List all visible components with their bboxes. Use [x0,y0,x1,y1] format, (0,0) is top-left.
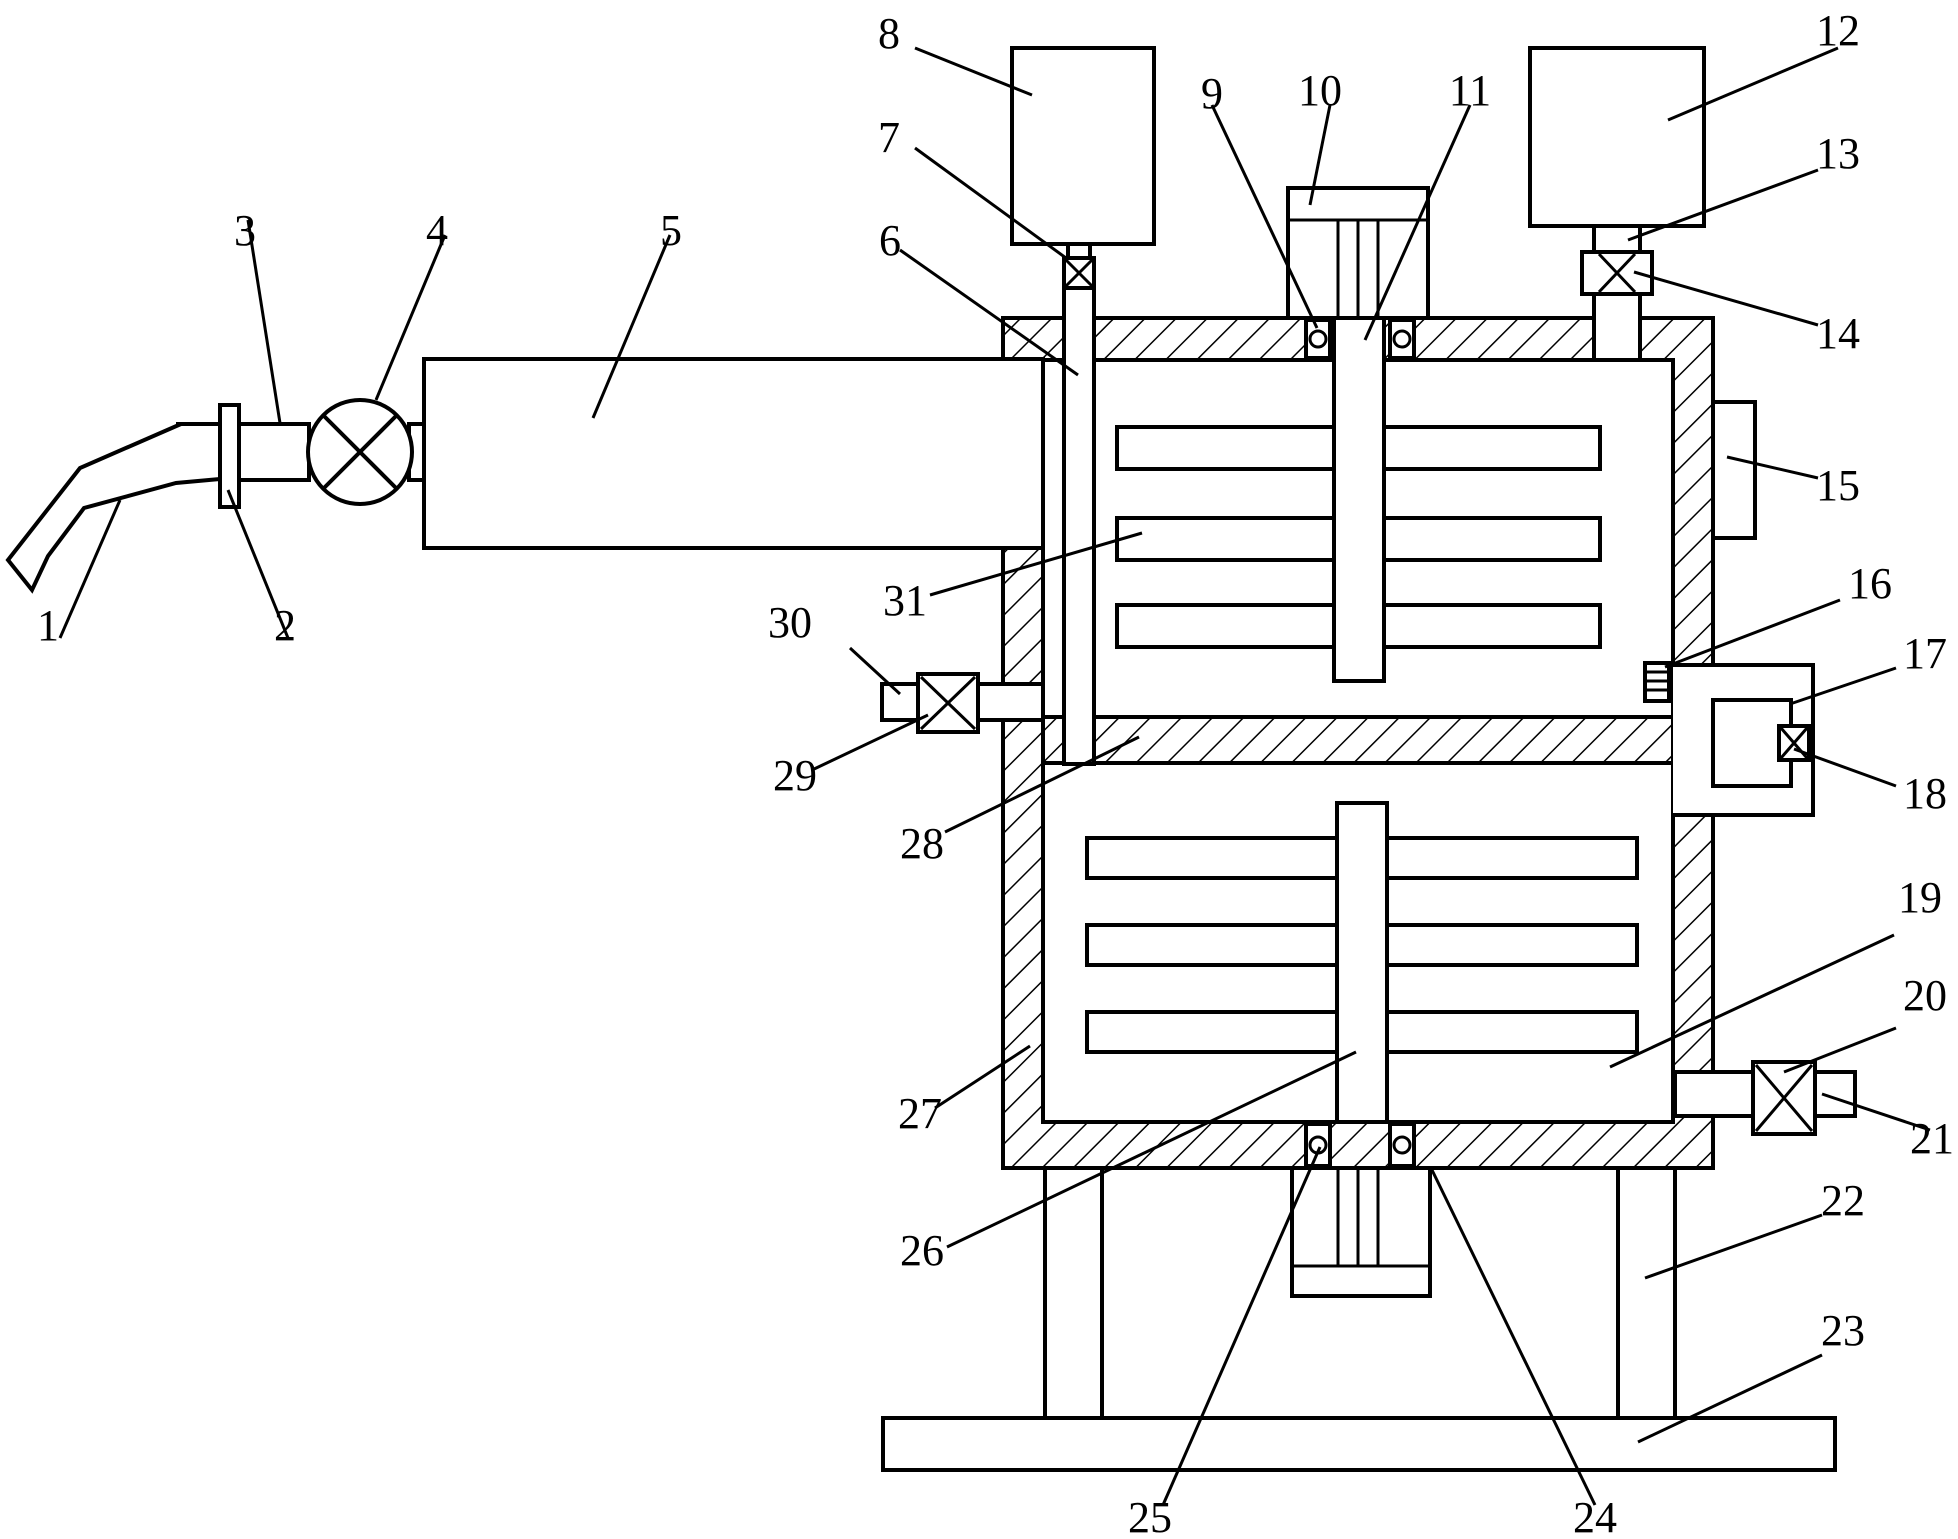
leader-lines [58,46,1931,1506]
label-2: 2 [274,601,296,650]
label-3: 3 [234,206,256,255]
inlet-pipe [237,422,426,482]
overflow-box [1673,663,1815,817]
label-8: 8 [878,9,900,58]
lower-shaft [1335,801,1389,1124]
label-7: 7 [878,113,900,162]
label-1: 1 [37,601,59,650]
label-28: 28 [900,819,944,868]
spring-16 [1643,661,1671,703]
label-24: 24 [1573,1493,1617,1539]
part-labels: 1 2 3 4 5 6 7 8 9 10 11 12 13 14 15 16 1… [37,6,1954,1539]
label-17: 17 [1903,629,1947,678]
label-13: 13 [1816,129,1860,178]
label-26: 26 [900,1226,944,1275]
lower-blades [1085,836,1639,1054]
label-9: 9 [1201,69,1223,118]
label-20: 20 [1903,971,1947,1020]
label-21: 21 [1910,1114,1954,1163]
base-plate [881,1416,1837,1472]
top-motor [1286,186,1430,320]
bottom-bearings [1304,1122,1416,1168]
label-14: 14 [1816,309,1860,358]
top-bearings [1304,318,1416,360]
label-6: 6 [879,216,901,265]
label-15: 15 [1816,461,1860,510]
upper-shaft [1332,316,1386,683]
bottom-motor [1290,1166,1432,1298]
valve-7 [1062,256,1096,290]
side-box [1711,400,1757,540]
pipe-chamber [422,357,1045,550]
label-30: 30 [768,598,812,647]
label-23: 23 [1821,1306,1865,1355]
inlet-hose [5,422,221,594]
hopper-right [1528,46,1706,254]
hopper-left [1010,46,1156,260]
label-16: 16 [1848,559,1892,608]
label-5: 5 [660,206,682,255]
label-29: 29 [773,751,817,800]
label-4: 4 [426,206,448,255]
label-10: 10 [1298,66,1342,115]
tank-wall [1001,316,1715,1170]
label-11: 11 [1449,66,1491,115]
label-25: 25 [1128,1493,1172,1539]
label-19: 19 [1898,873,1942,922]
support-legs [1043,1166,1677,1420]
feed-pipe [1062,286,1096,766]
inlet-valve [306,398,414,506]
valve-29 [916,672,980,734]
valve-18 [1777,724,1811,762]
label-12: 12 [1816,6,1860,55]
label-22: 22 [1821,1176,1865,1225]
valve-20 [1751,1060,1817,1136]
upper-blades [1115,425,1602,649]
label-18: 18 [1903,769,1947,818]
label-27: 27 [898,1089,942,1138]
valve-14 [1580,250,1654,362]
partition-plate [1041,715,1675,765]
label-31: 31 [883,576,927,625]
